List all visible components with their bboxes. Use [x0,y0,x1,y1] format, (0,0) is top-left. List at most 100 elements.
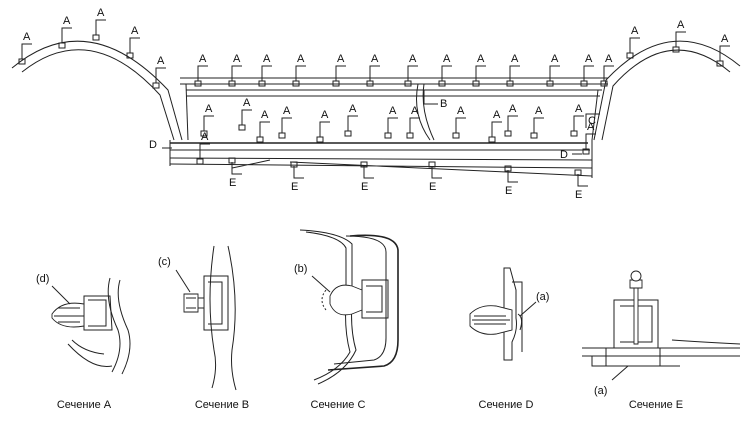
section-arrow [95,19,106,35]
section-arrow [259,121,270,137]
clip-location [238,124,246,131]
section-arrow [281,117,292,133]
section-c-moulding [361,279,389,319]
section-arrow [295,65,306,81]
section-marker-label: A [721,33,729,45]
section-a-marker: A [292,53,306,87]
section-marker-label: A [587,121,595,133]
section-a-marker: A [366,53,380,87]
clip-location [570,130,578,137]
clip-location [196,158,204,165]
section-arrow [409,117,420,133]
section-arrow [509,65,520,81]
clip-location [152,82,160,89]
section-a-marker: A [58,15,72,49]
section-d-detail: (a) Сечение D [469,267,549,411]
section-a-marker: A [228,53,242,87]
section-a-marker: A [92,7,106,41]
section-a-clip [51,302,85,328]
section-a-detail: (d) Сечение A [36,273,131,411]
section-a-marker: A [582,121,596,155]
section-e-marker: E [228,157,242,189]
section-d-moulding [512,281,523,352]
section-a-marker: A [488,109,502,143]
overview-assembly [11,40,741,178]
section-marker-label: A [261,109,269,121]
section-marker-label: A [409,53,417,65]
section-arrow [241,109,252,125]
door-split-front [185,83,189,141]
section-e-caption: Сечение E [629,399,683,411]
section-e-leader [611,365,629,381]
section-marker-label: A [337,53,345,65]
section-marker-label: A [243,97,251,109]
section-a-marker: A [438,53,452,87]
section-marker-label: E [429,181,436,193]
section-marker-label: A [631,25,639,37]
section-a-lip [67,339,113,368]
section-a-caption: Сечение A [57,399,112,411]
section-d-caption: Сечение D [479,399,534,411]
marker-d-right-label: D [560,149,568,161]
section-a-marker: A [278,105,292,139]
section-arrow [675,31,686,47]
section-b-detail: (c) Сечение B [158,245,249,411]
section-b-callout: (c) [158,256,171,268]
section-marker-label: A [199,53,207,65]
section-arrow [573,115,584,131]
section-marker-label: A [63,15,71,27]
section-b-bolt-lines [186,297,196,309]
section-a-marker: A [546,53,560,87]
section-marker-label: A [205,103,213,115]
section-d-clip-lines [472,315,510,325]
section-marker-label: A [97,7,105,19]
section-arrow [431,166,442,179]
section-marker-label: A [371,53,379,65]
section-marker-label: A [605,53,613,65]
section-arrow [533,117,544,133]
section-arrow [363,166,374,179]
section-arrow [585,133,596,149]
clip-location [488,136,496,143]
section-arrow [261,65,272,81]
clip-location [92,34,100,41]
section-a-marker: A [18,31,32,65]
section-a-marker: A [384,105,398,139]
section-marker-label: A [283,105,291,117]
section-marker-label: A [443,53,451,65]
clip-location [344,130,352,137]
section-marker-label: A [411,105,419,117]
section-a-callout: (d) [36,273,49,285]
extra-markers: B C D D [149,90,600,161]
section-a-marker: A [332,53,346,87]
section-e-marker: E [360,161,374,193]
section-a-marker: A [200,103,214,137]
section-arrow [507,170,518,183]
section-a-marker: A [316,109,330,143]
right-wheel-arch-inner [601,49,731,141]
section-a-marker: A [506,53,520,87]
section-c-inner-panel [333,235,387,365]
section-arrow [577,174,588,187]
section-marker-label: A [585,53,593,65]
section-marker-label: A [389,105,397,117]
section-a-clip-lines [54,307,84,323]
right-wheel-arch-outer [593,40,741,141]
section-marker-label: A [233,53,241,65]
section-a-marker: A [580,53,594,87]
section-marker-label: A [23,31,31,43]
section-e-pin-head [630,270,642,282]
section-a-marker: A [194,53,208,87]
section-marker-label: A [131,25,139,37]
section-marker-label: A [457,105,465,117]
section-a-marker: A [152,55,166,89]
section-marker-label: E [505,185,512,197]
section-arrow [387,117,398,133]
section-arrow [491,121,502,137]
section-arrow [407,65,418,81]
section-a-moulding [83,295,113,331]
section-arrow [441,65,452,81]
section-arrow [319,121,330,137]
